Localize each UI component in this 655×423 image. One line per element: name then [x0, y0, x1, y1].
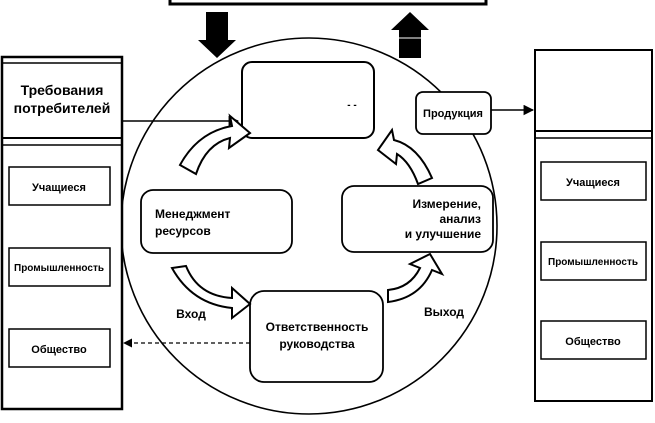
- measurement-line3: и улучшение: [405, 227, 482, 241]
- left-title-line2: потребителей: [14, 100, 111, 116]
- right-item-1: Учащиеся: [566, 177, 620, 189]
- left-title-line1: Требования: [21, 82, 104, 98]
- resources-line2: ресурсов: [155, 224, 211, 238]
- left-item-2: Промышленность: [14, 263, 104, 274]
- top-box-fragment: [168, 0, 488, 6]
- curved-arrow-measurement-to-process: [376, 127, 434, 186]
- resources-box: [140, 189, 293, 254]
- right-panel: Учащиеся Промышленность Общество: [534, 49, 653, 402]
- measurement-box: [341, 185, 494, 253]
- curved-arrow-input-to-responsibility: [170, 264, 252, 321]
- left-item-box-2: [8, 247, 111, 287]
- curved-arrow-resources-to-process: [178, 113, 252, 176]
- left-item-3: Общество: [31, 344, 87, 356]
- process-mark: - -: [347, 100, 356, 111]
- curved-arrow-responsibility-to-measurement: [387, 252, 445, 304]
- right-item-box-2: [540, 241, 647, 281]
- up-block-arrow: [391, 12, 429, 58]
- right-item-box-3: [540, 320, 647, 360]
- input-label: Вход: [176, 307, 206, 321]
- right-item-2: Промышленность: [548, 257, 638, 268]
- left-item-1: Учащиеся: [32, 182, 86, 194]
- left-panel: Требования потребителей Учащиеся Промышл…: [0, 55, 124, 411]
- right-item-box-1: [540, 161, 647, 201]
- responsibility-line1: Ответственность: [266, 320, 369, 334]
- down-block-arrow: [198, 12, 236, 58]
- product-box: [415, 91, 492, 135]
- measurement-line1: Измерение,: [413, 197, 481, 211]
- output-label: Выход: [424, 305, 464, 319]
- left-item-box-3: [8, 328, 111, 368]
- resources-line1: Менеджмент: [155, 207, 231, 221]
- left-item-box-1: [8, 166, 111, 206]
- product-label: Продукция: [423, 108, 483, 120]
- measurement-line2: анализ: [439, 212, 481, 226]
- responsibility-box: [249, 290, 384, 383]
- responsibility-line2: руководства: [279, 337, 355, 351]
- right-item-3: Общество: [565, 336, 621, 348]
- process-box: [241, 61, 375, 139]
